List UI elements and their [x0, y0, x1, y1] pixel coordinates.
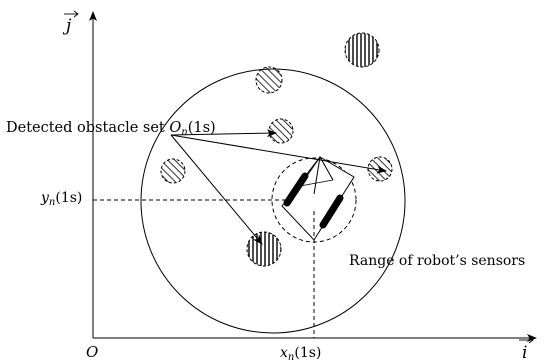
- detected-obstacles-label: Detected obstacle set On(1s): [6, 120, 216, 138]
- arrow-to-obstacle-right: [170, 134, 387, 174]
- obstacle-upper-mid: [255, 66, 283, 94]
- robot-wheel-left: [283, 172, 309, 207]
- arrow-to-obstacle-mid: [170, 129, 277, 138]
- sensor-range-circle: [140, 68, 406, 334]
- svg-text:i: i: [522, 343, 527, 362]
- obstacle-bottom: [246, 231, 282, 267]
- obstacle-top-right: [344, 32, 380, 68]
- y-axis-label: j: [62, 10, 79, 36]
- sensor-range-label: Range of robot’s sensors: [349, 253, 525, 269]
- x-marker-label: xn(1s): [280, 345, 321, 362]
- origin-label: O: [86, 343, 98, 361]
- x-axis-label: i: [519, 336, 534, 362]
- svg-text:j: j: [62, 16, 72, 36]
- obstacle-mid: [268, 118, 294, 144]
- robot-wheel-right: [319, 194, 344, 229]
- y-marker-label: yn(1s): [40, 190, 82, 208]
- obstacle-left: [160, 158, 186, 184]
- arrow-to-obstacle-bottom: [170, 134, 263, 245]
